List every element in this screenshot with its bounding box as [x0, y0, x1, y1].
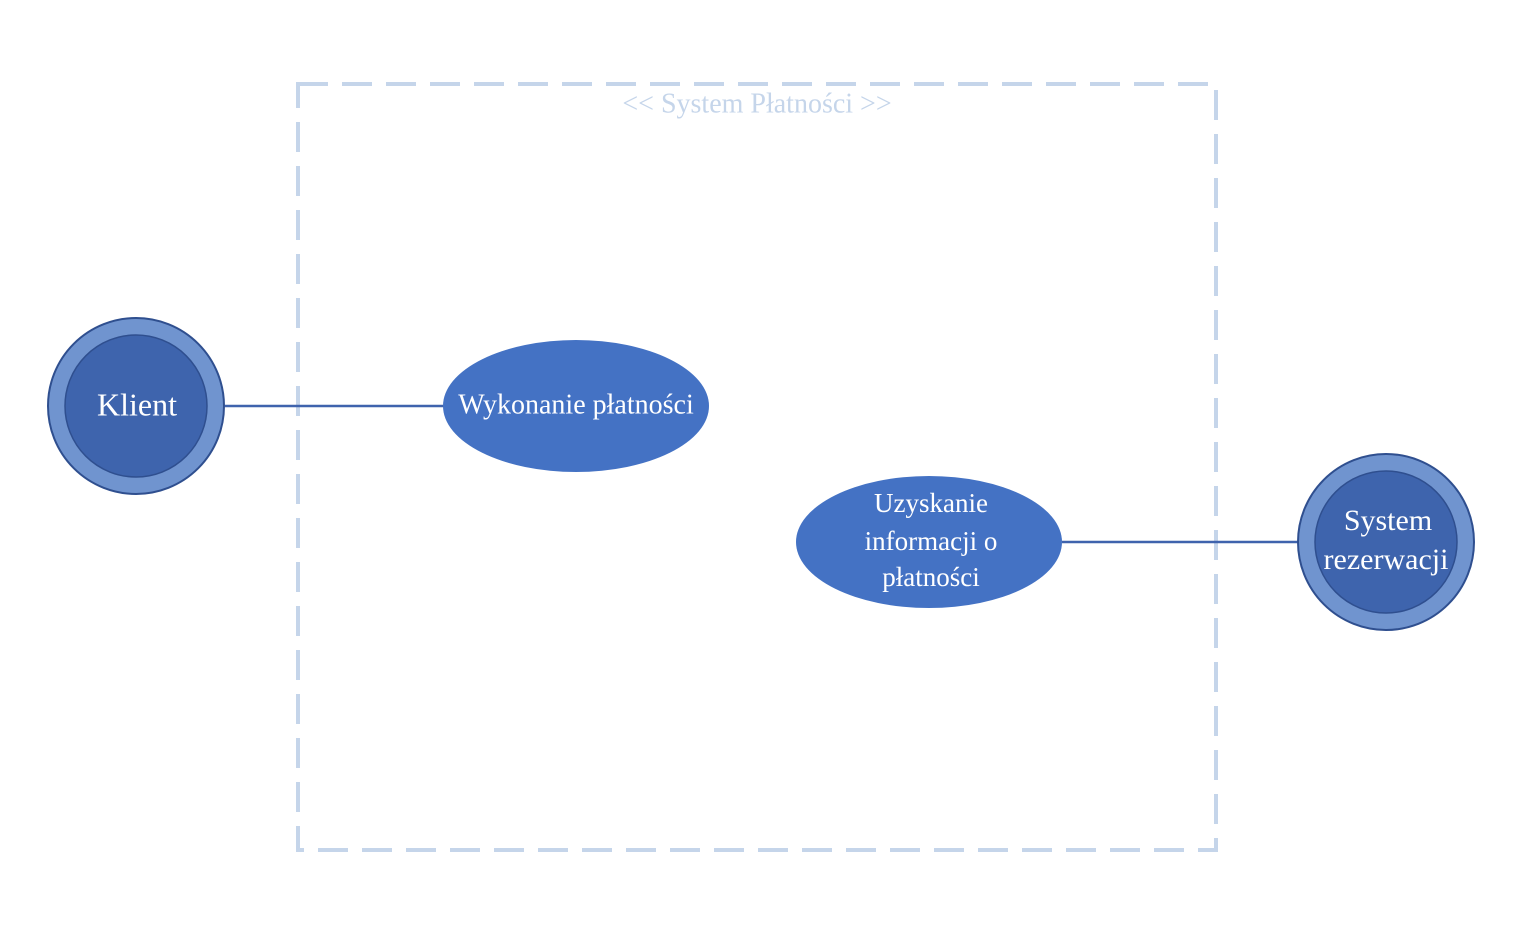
actor-system-rezerwacji[interactable]: System rezerwacji — [1297, 453, 1475, 631]
use-case-uzyskanie-informacji-ellipse — [796, 476, 1062, 608]
use-case-wykonanie-platnosci-label: Wykonanie płatności — [458, 389, 694, 420]
actor-system-rezerwacji-inner-circle — [1314, 470, 1458, 614]
actor-system-rezerwacji-label-line-2: rezerwacji — [1324, 543, 1449, 576]
actor-klient[interactable]: Klient — [47, 317, 225, 495]
actor-system-rezerwacji-label-line-1: System — [1344, 504, 1432, 537]
use-case-uzyskanie-informacji-label-line-3: płatności — [882, 562, 979, 592]
use-case-uzyskanie-informacji[interactable]: Uzyskanie informacji o płatności — [796, 476, 1062, 608]
use-case-wykonanie-platnosci[interactable]: Wykonanie płatności — [443, 340, 709, 472]
actor-klient-label: Klient — [97, 386, 177, 422]
system-boundary — [296, 82, 1218, 852]
use-case-uzyskanie-informacji-label-line-2: informacji o — [865, 526, 998, 556]
system-boundary-label: << System Płatności >> — [622, 88, 891, 119]
actor-klient-inner-circle — [64, 334, 208, 478]
use-case-wykonanie-platnosci-ellipse — [443, 340, 709, 472]
use-case-uzyskanie-informacji-label-line-1: Uzyskanie — [874, 488, 988, 518]
